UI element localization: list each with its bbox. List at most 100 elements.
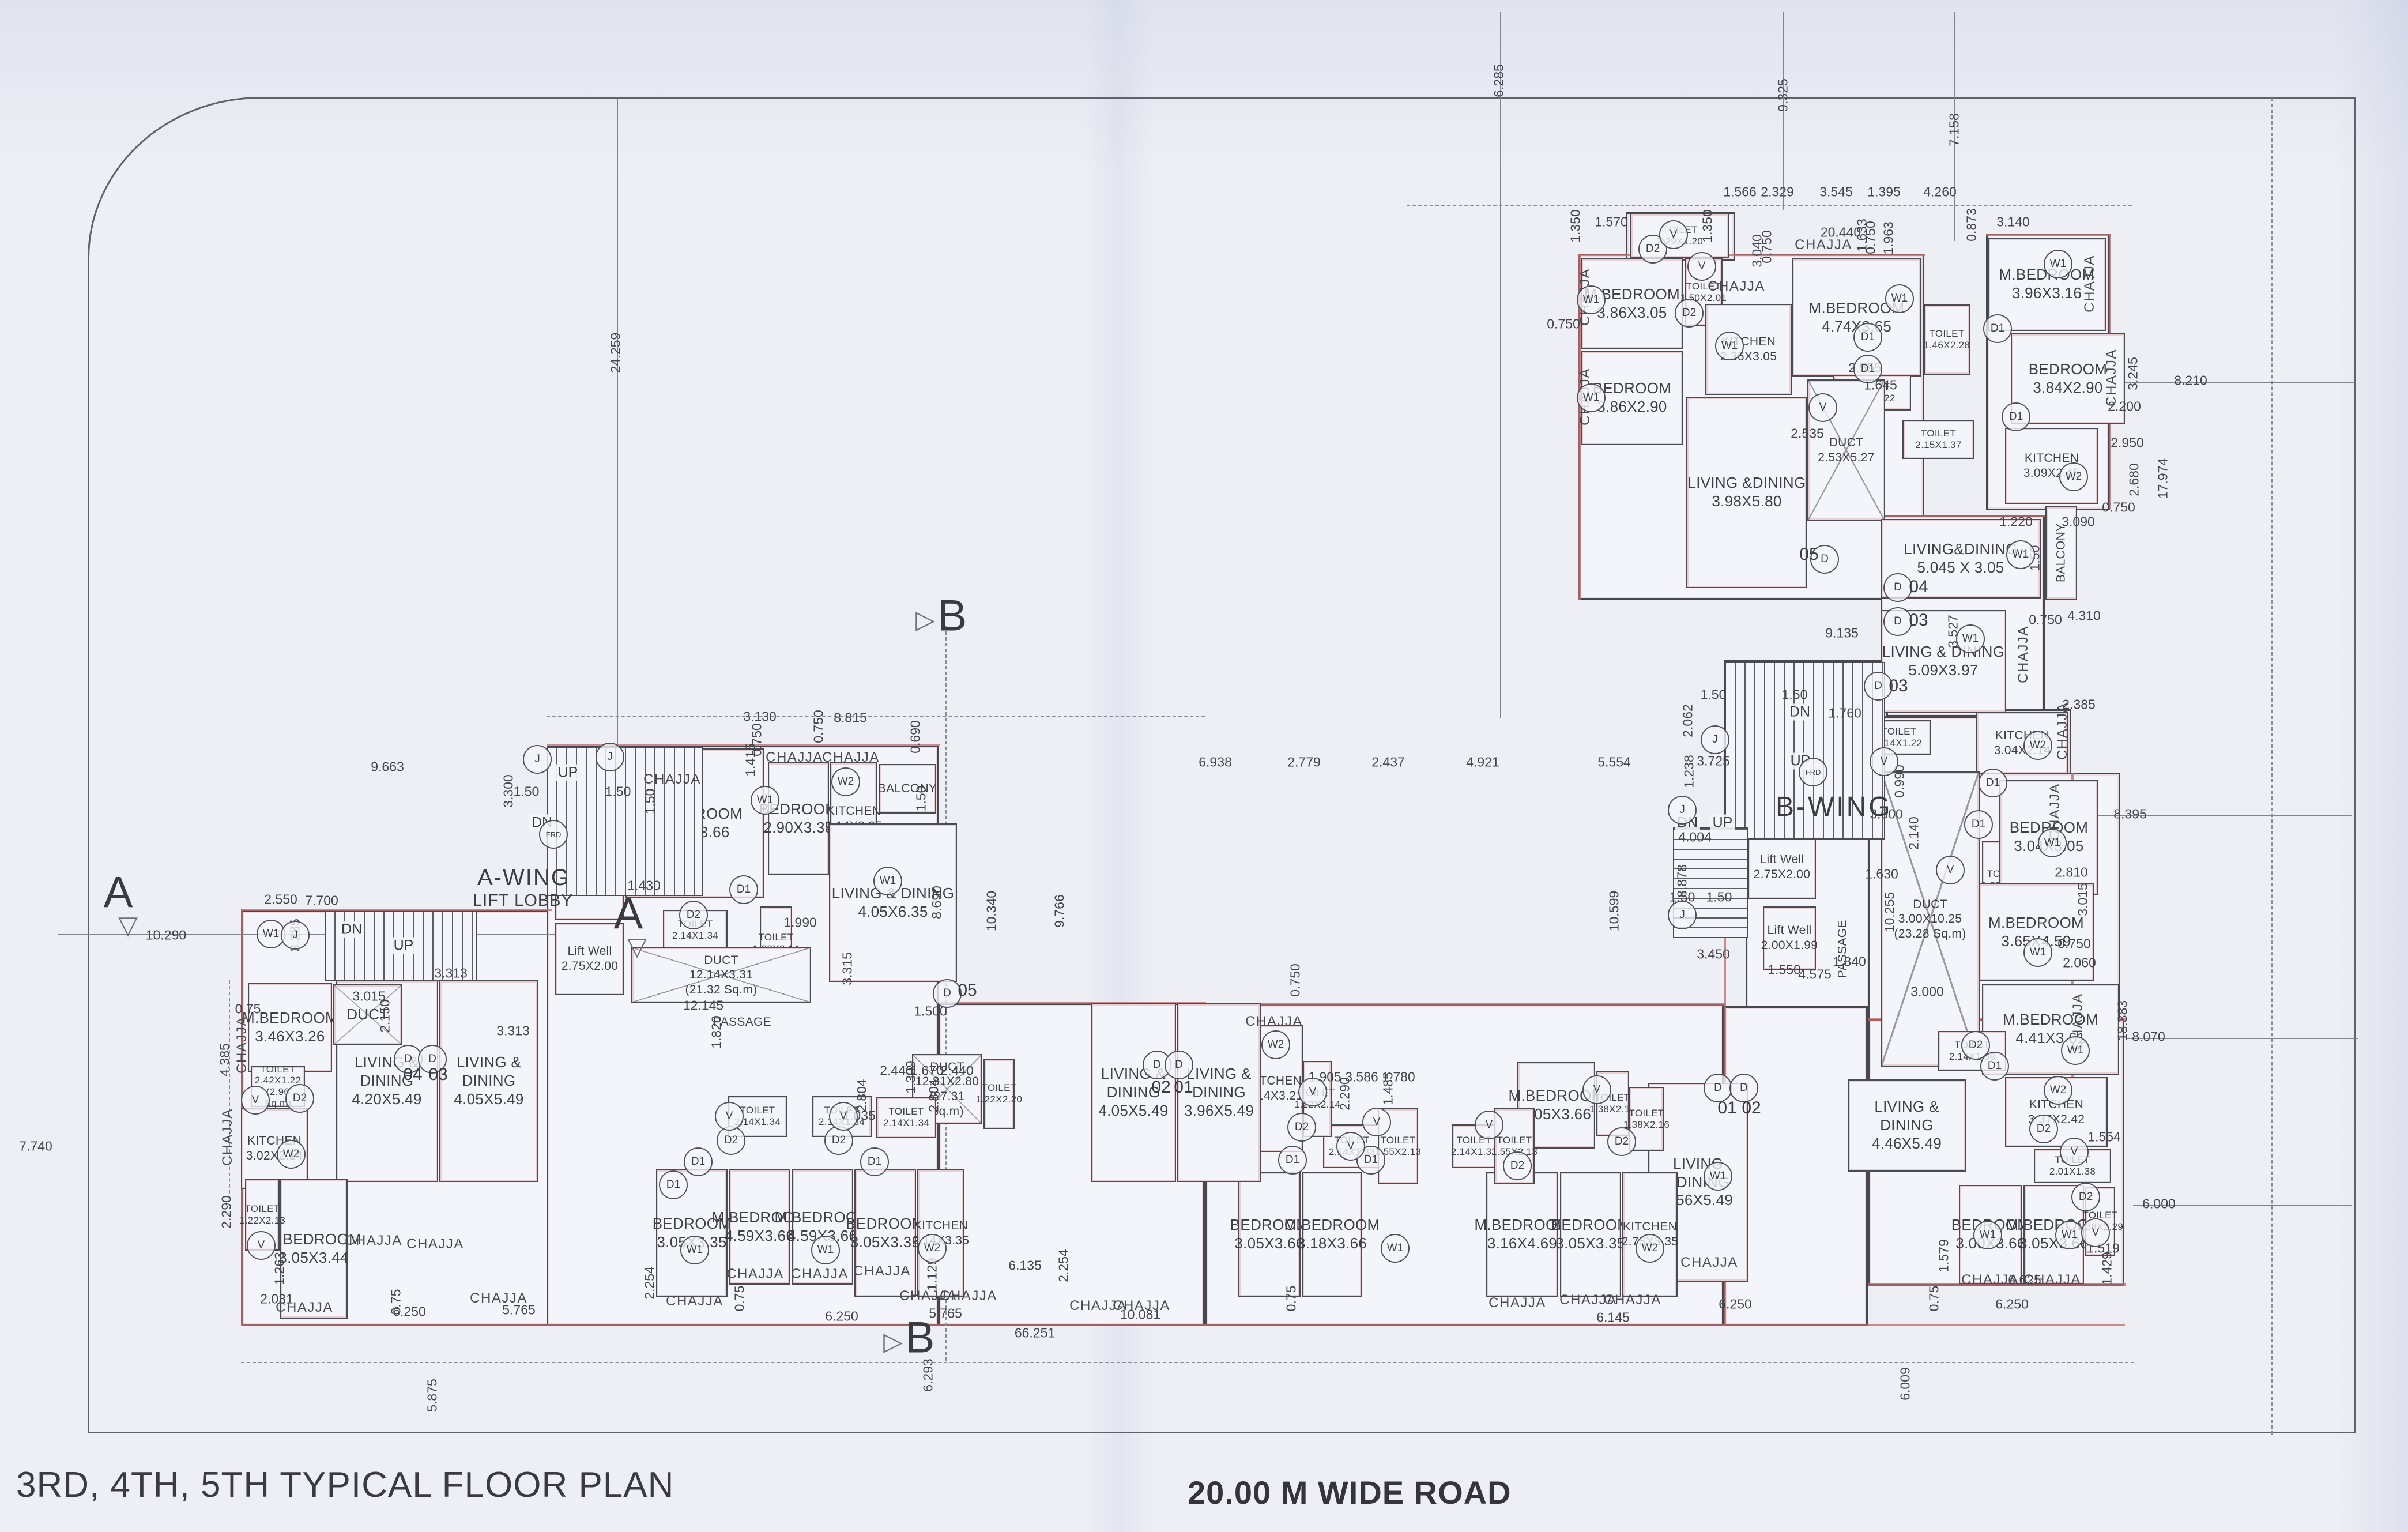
door-tag-d1: D1 (2002, 402, 2030, 431)
chajja-label: CHAJJA (940, 1288, 997, 1304)
chajja-label: CHAJJA (899, 1288, 957, 1304)
door-tag-d1: D1 (1853, 323, 1882, 352)
unit-number: 04 (1909, 577, 1928, 596)
dimension-label: 6.000 (2142, 1196, 2176, 1211)
dimension-label: 9.135 (1825, 625, 1859, 641)
room-label: PASSAGE (713, 1015, 771, 1029)
dimension-label: 1.50 (913, 785, 929, 812)
dimension-label: 3.313 (434, 965, 468, 981)
staircase (1725, 662, 1885, 840)
door-tag-d2: D2 (2071, 1183, 2100, 1211)
chajja-label: CHAJJA (470, 1290, 527, 1306)
door-tag-d1: D1 (1983, 314, 2012, 343)
dimension-label: 10.599 (1606, 890, 1622, 932)
vent-tag-v: V (1582, 1075, 1611, 1104)
unit-number: 03 (428, 1065, 448, 1084)
dimension-label: 7.740 (19, 1138, 52, 1154)
dimension-label: 0.750 (811, 710, 826, 743)
dimension-label: 0.750 (749, 723, 764, 756)
room-m-bedroom: M.BEDROOM 3.18X3.66 (1284, 1172, 1380, 1297)
chajja-label: CHAJJA (406, 1236, 464, 1252)
section-marker-a: A (613, 889, 643, 939)
dimension-label: 3.130 (743, 709, 777, 724)
room-label: BEDROOM 3.84X2.90 (2028, 360, 2108, 396)
room-living-dining: LIVING & DINING 4.05X6.35 (829, 823, 957, 982)
room-duct: DUCT 3.00X10.25 (23.28 Sq.m) (1881, 771, 1980, 1067)
window-tag-w1: W1 (680, 1236, 709, 1264)
dimension-label: 6.625 (2008, 1272, 2041, 1288)
room-bedroom: BEDROOM 3.05X3.35 (846, 1169, 924, 1297)
room-living-dining: LIVING & DINING 3.96X5.49 (1177, 1003, 1261, 1182)
dimension-label: 8.210 (2174, 372, 2207, 388)
dimension-label: 2.804 (926, 1079, 941, 1112)
chajja-label: CHAJJA (1795, 237, 1852, 253)
dimension-label: 2.140 (1906, 816, 1921, 850)
j: J (281, 921, 310, 950)
dimension-label: 4.921 (1466, 754, 1499, 770)
dimension-label: 10.290 (145, 927, 187, 943)
door-tag-d: D (1883, 607, 1912, 636)
dimension-label: 17.974 (2155, 458, 2170, 499)
room-label: TOILET 2.14X1.34 (883, 1106, 930, 1128)
room-duct: DUCT (333, 984, 402, 1045)
dimension-label: 6.135 (1008, 1258, 1042, 1273)
dimension-label: 8.690 (929, 886, 944, 919)
room-label: BEDROOM 3.05X3.66 (1230, 1216, 1309, 1252)
room-label: DUCT (346, 1006, 389, 1023)
chajja-label: CHAJJA (726, 1266, 784, 1282)
room-label: DUCT 12.81X2.80 (27.31 Sq.m) (915, 1060, 979, 1118)
dimension-label: 1.220 (1999, 514, 2033, 529)
chajja-label: CHAJJA (666, 1293, 723, 1309)
dimension-label: 10.255 (1882, 891, 1897, 933)
dimension-label: 2.950 (2111, 435, 2144, 450)
wall-accent (1578, 254, 1925, 256)
stair-direction-label: DN (1787, 703, 1813, 721)
vent-tag-v: V (1336, 1132, 1365, 1161)
vent-tag-v: V (241, 1086, 270, 1115)
dimension-label: 1.633 (1854, 219, 1870, 252)
dimension-label: 5.765 (929, 1305, 962, 1321)
room-label: LIVING & DINING 4.05X5.49 (454, 1053, 524, 1108)
room-passage: PASSAGE (680, 1010, 804, 1034)
room-label: BEDROOM 3.05X3.35 (1551, 1216, 1630, 1252)
dimension-label: 1.550 (1768, 962, 1801, 977)
unit-number: 03 (1889, 676, 1908, 695)
dimension-label: 3.140 (1996, 214, 2030, 229)
dimension-label: 2.329 (1761, 184, 1794, 200)
room-m-bedroom: M.BEDROOM 3.86X3.05 (1581, 258, 1683, 349)
dimension-label: 7.700 (305, 893, 338, 908)
dimension-label: 6.009 (1897, 1367, 1913, 1401)
dimension-label: 3.090 (2062, 514, 2095, 529)
room-kitchen: KITCHEN 2.14X3.35 (913, 1169, 969, 1297)
wing-a-label: A-WING (477, 865, 570, 890)
door-tag-d: D (1883, 573, 1912, 602)
dimension-label: 6.293 (920, 1358, 936, 1392)
unit-number: 05 (1799, 545, 1819, 564)
room-living-dining: LIVING & DINING 4.05X5.49 (439, 980, 538, 1182)
window-tag-w2: W2 (2023, 731, 2052, 760)
unit-number: 05 (958, 981, 977, 1000)
dimension-label: 9.766 (1052, 894, 1067, 928)
chajja-label: CHAJJA (1245, 1014, 1303, 1029)
stair-direction-label: UP (391, 937, 416, 954)
section-marker-arrow: ▷ (883, 1327, 903, 1356)
dimension-label: 1.820 (709, 1015, 724, 1049)
window-tag-w1: W1 (1956, 624, 1985, 653)
section-marker-arrow: ▷ (915, 605, 935, 634)
door-tag-d: D (933, 979, 962, 1008)
dimension-label: 2.440 (940, 1063, 974, 1078)
room-lift-well: Lift Well 2.75X2.00 (1748, 835, 1816, 899)
room-bedroom: BEDROOM 3.05X3.66 (1230, 1172, 1309, 1297)
dimension-line (2133, 1205, 2352, 1206)
dimension-label: 8.070 (2132, 1029, 2165, 1044)
wall-accent (241, 1324, 1206, 1326)
dimension-label: 0.750 (1759, 230, 1774, 264)
room-balcony: BALCONY (878, 764, 937, 814)
room-m-bedroom: M.BEDROOM 4.59X3.66 (712, 1169, 807, 1285)
vent-tag-v: V (1687, 252, 1716, 281)
chajja-label: CHAJJA (2023, 1272, 2081, 1288)
door-tag-d2: D2 (824, 1126, 853, 1155)
dimension-label: 6.285 (1491, 64, 1506, 97)
dimension-label: 9.663 (371, 759, 404, 774)
door-tag-d2: D2 (1675, 299, 1704, 328)
